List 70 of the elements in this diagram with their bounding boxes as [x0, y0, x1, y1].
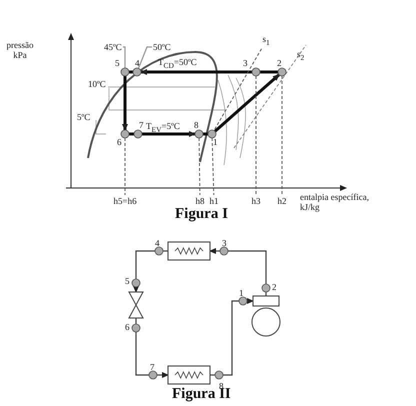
state-point — [148, 370, 158, 380]
arrow — [140, 69, 252, 75]
point-number: 3 — [243, 58, 248, 68]
temperature-label: 45ºC — [104, 42, 122, 52]
arrow — [157, 372, 169, 378]
connector-line — [223, 300, 239, 376]
point-number: 2 — [272, 282, 276, 292]
state-point — [238, 296, 248, 306]
heat-exchanger — [168, 242, 210, 260]
state-point — [132, 278, 140, 288]
state-point — [120, 130, 130, 138]
dashed-line — [124, 138, 126, 196]
dashed-line — [198, 138, 200, 196]
point-number: 5 — [125, 276, 130, 286]
temperature-label: T$_{CD}$=50ºC — [158, 57, 197, 71]
axis-tick-label: h2 — [278, 196, 286, 206]
compressor-symbol — [252, 296, 280, 336]
entropy-label: s$_{2}$ — [297, 49, 304, 63]
state-point — [120, 68, 130, 76]
dashed-line — [214, 48, 262, 131]
state-point — [194, 130, 204, 138]
point-number: 6 — [117, 137, 122, 147]
connector-line — [228, 250, 267, 284]
point-number: 2 — [277, 58, 282, 68]
arrow — [214, 74, 280, 132]
temperature-label: 50ºC — [153, 42, 171, 52]
axis-title: pressão kPa — [6, 40, 34, 60]
heat-exchanger — [168, 366, 210, 384]
point-number: 5 — [115, 58, 120, 68]
state-point — [132, 324, 140, 332]
axis-tick-label: h3 — [252, 196, 260, 206]
state-point — [262, 284, 270, 292]
arrow — [247, 298, 254, 304]
arrow — [142, 131, 196, 137]
state-point — [154, 246, 164, 256]
expansion-valve — [128, 292, 144, 318]
axis-tick-label: h8 — [196, 196, 204, 206]
arrow — [122, 76, 128, 131]
temperature-label: 5ºC — [77, 112, 90, 122]
arrow — [133, 286, 139, 293]
state-point — [132, 68, 142, 76]
point-number: 4 — [135, 58, 140, 68]
point-number: 1 — [239, 288, 244, 298]
point-number: 4 — [155, 238, 160, 248]
axis-tick-label: h5=h6 — [114, 196, 137, 206]
leader-line — [123, 46, 126, 68]
point-number: 7 — [139, 120, 144, 130]
dashed-line — [212, 138, 214, 196]
state-point — [214, 370, 224, 380]
point-number: 1 — [213, 137, 218, 147]
point-number: 7 — [150, 362, 154, 372]
arrow — [209, 248, 220, 254]
connector-line — [260, 70, 278, 74]
point-number: 6 — [125, 322, 130, 332]
axis-tick-label: h1 — [210, 196, 218, 206]
axis-title: entalpia específica, kJ/kg — [300, 192, 370, 212]
state-point — [252, 68, 260, 76]
leader-line — [138, 46, 152, 69]
state-point — [134, 130, 142, 138]
connector-line — [135, 250, 155, 279]
entropy-label: s$_{1}$ — [262, 34, 270, 48]
point-number: 3 — [222, 238, 226, 248]
temperature-label: 10ºC — [88, 79, 106, 89]
state-point — [220, 246, 228, 256]
state-point — [208, 130, 216, 138]
state-point — [278, 68, 286, 76]
point-number: 8 — [194, 120, 198, 130]
temperature-label: T$_{EV}$=5ºC — [146, 121, 180, 135]
figure-caption: Figura I — [175, 206, 228, 222]
connector-line — [135, 332, 149, 376]
